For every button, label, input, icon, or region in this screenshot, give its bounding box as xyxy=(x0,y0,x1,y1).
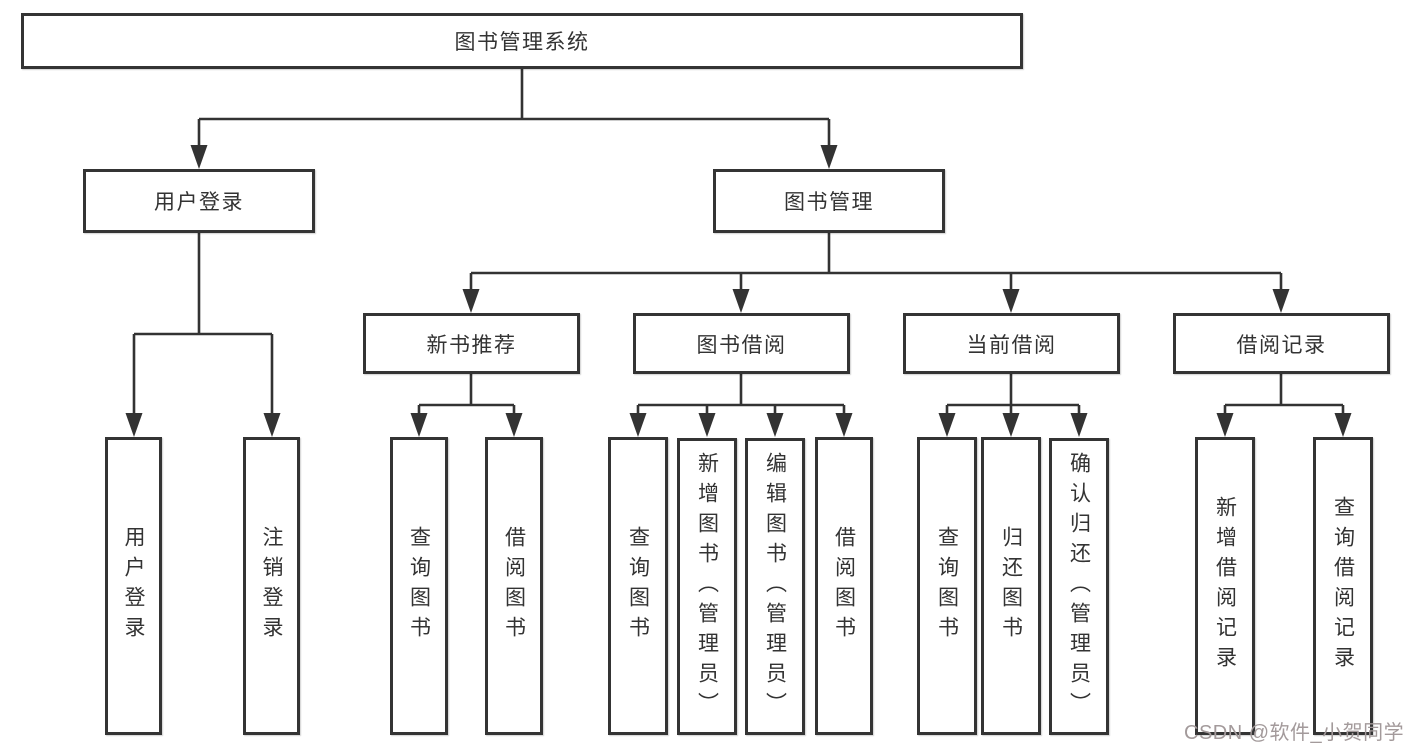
node-return-books: 归还图书 xyxy=(981,437,1041,735)
arrowhead-icon xyxy=(1334,413,1352,437)
arrowhead-icon xyxy=(462,289,480,313)
node-borrow-records: 借阅记录 xyxy=(1173,313,1390,374)
arrowhead-icon xyxy=(505,413,523,437)
node-root-label: 图书管理系统 xyxy=(454,31,590,54)
connector-currentborrow-to-leaves xyxy=(945,374,1081,414)
watermark: CSDN @软件_小贺同学 xyxy=(1184,722,1405,744)
node-user-login-label: 用户登录 xyxy=(154,191,244,214)
node-borrow-records-label: 借阅记录 xyxy=(1236,333,1327,357)
arrowhead-icon xyxy=(820,145,838,169)
node-user-login: 用户登录 xyxy=(83,169,315,233)
node-book-borrow-label: 图书借阅 xyxy=(696,333,787,357)
node-book-borrow: 图书借阅 xyxy=(633,313,850,374)
arrowhead-icon xyxy=(263,413,281,437)
leaf-label: 确认归还（管理员） xyxy=(1067,451,1091,722)
node-book-management-label: 图书管理 xyxy=(784,191,874,214)
leaf-label: 查询借阅记录 xyxy=(1331,496,1355,676)
arrowhead-icon xyxy=(190,145,208,169)
leaf-label: 用户登录 xyxy=(122,526,145,646)
arrowhead-icon xyxy=(938,413,956,437)
node-query-borrow-record: 查询借阅记录 xyxy=(1313,437,1373,735)
leaf-label: 查询图书 xyxy=(935,526,959,646)
leaf-label: 借阅图书 xyxy=(832,526,856,646)
node-add-borrow-record: 新增借阅记录 xyxy=(1195,437,1255,735)
node-new-book-recommend: 新书推荐 xyxy=(363,313,580,374)
arrowhead-icon xyxy=(766,413,784,437)
node-edit-books-admin: 编辑图书（管理员） xyxy=(745,438,805,735)
node-borrow-books-leaf: 借阅图书 xyxy=(815,437,873,735)
node-root: 图书管理系统 xyxy=(21,13,1023,69)
arrowhead-icon xyxy=(1070,413,1088,437)
leaf-label: 归还图书 xyxy=(999,526,1023,646)
connector-bookmgmt-to-level3 xyxy=(469,233,1283,290)
arrowhead-icon xyxy=(835,413,853,437)
connector-bookborrow-to-leaves xyxy=(636,374,846,414)
connector-newbook-to-leaves xyxy=(417,374,516,414)
connector-records-to-leaves xyxy=(1223,374,1345,414)
arrowhead-icon xyxy=(125,413,143,437)
leaf-label: 新增借阅记录 xyxy=(1213,496,1237,676)
arrowhead-icon xyxy=(629,413,647,437)
leaf-label: 借阅图书 xyxy=(502,526,526,646)
node-user-login-leaf: 用户登录 xyxy=(105,437,162,735)
leaf-label: 查询图书 xyxy=(626,526,650,646)
connector-root-to-level2 xyxy=(197,69,831,146)
node-current-borrow-label: 当前借阅 xyxy=(966,333,1057,357)
node-borrow-books-newbook: 借阅图书 xyxy=(485,437,543,735)
node-query-books-current: 查询图书 xyxy=(917,437,977,735)
node-current-borrow: 当前借阅 xyxy=(903,313,1120,374)
arrowhead-icon xyxy=(1216,413,1234,437)
leaf-label: 查询图书 xyxy=(407,526,431,646)
node-query-books-borrow: 查询图书 xyxy=(608,437,668,735)
leaf-label: 编辑图书（管理员） xyxy=(763,451,787,722)
node-logout: 注销登录 xyxy=(243,437,300,735)
node-add-books-admin: 新增图书（管理员） xyxy=(677,438,737,735)
node-new-book-recommend-label: 新书推荐 xyxy=(426,333,517,357)
arrowhead-icon xyxy=(1272,289,1290,313)
arrowhead-icon xyxy=(698,413,716,437)
leaf-label: 注销登录 xyxy=(260,526,283,646)
node-book-management: 图书管理 xyxy=(713,169,945,233)
arrowhead-icon xyxy=(1002,413,1020,437)
node-confirm-return-admin: 确认归还（管理员） xyxy=(1049,438,1109,735)
connector-userlogin-to-leaves xyxy=(132,233,274,414)
arrowhead-icon xyxy=(410,413,428,437)
arrowhead-icon xyxy=(1002,289,1020,313)
leaf-label: 新增图书（管理员） xyxy=(695,451,719,722)
arrowhead-icon xyxy=(732,289,750,313)
node-query-books-newbook: 查询图书 xyxy=(390,437,448,735)
